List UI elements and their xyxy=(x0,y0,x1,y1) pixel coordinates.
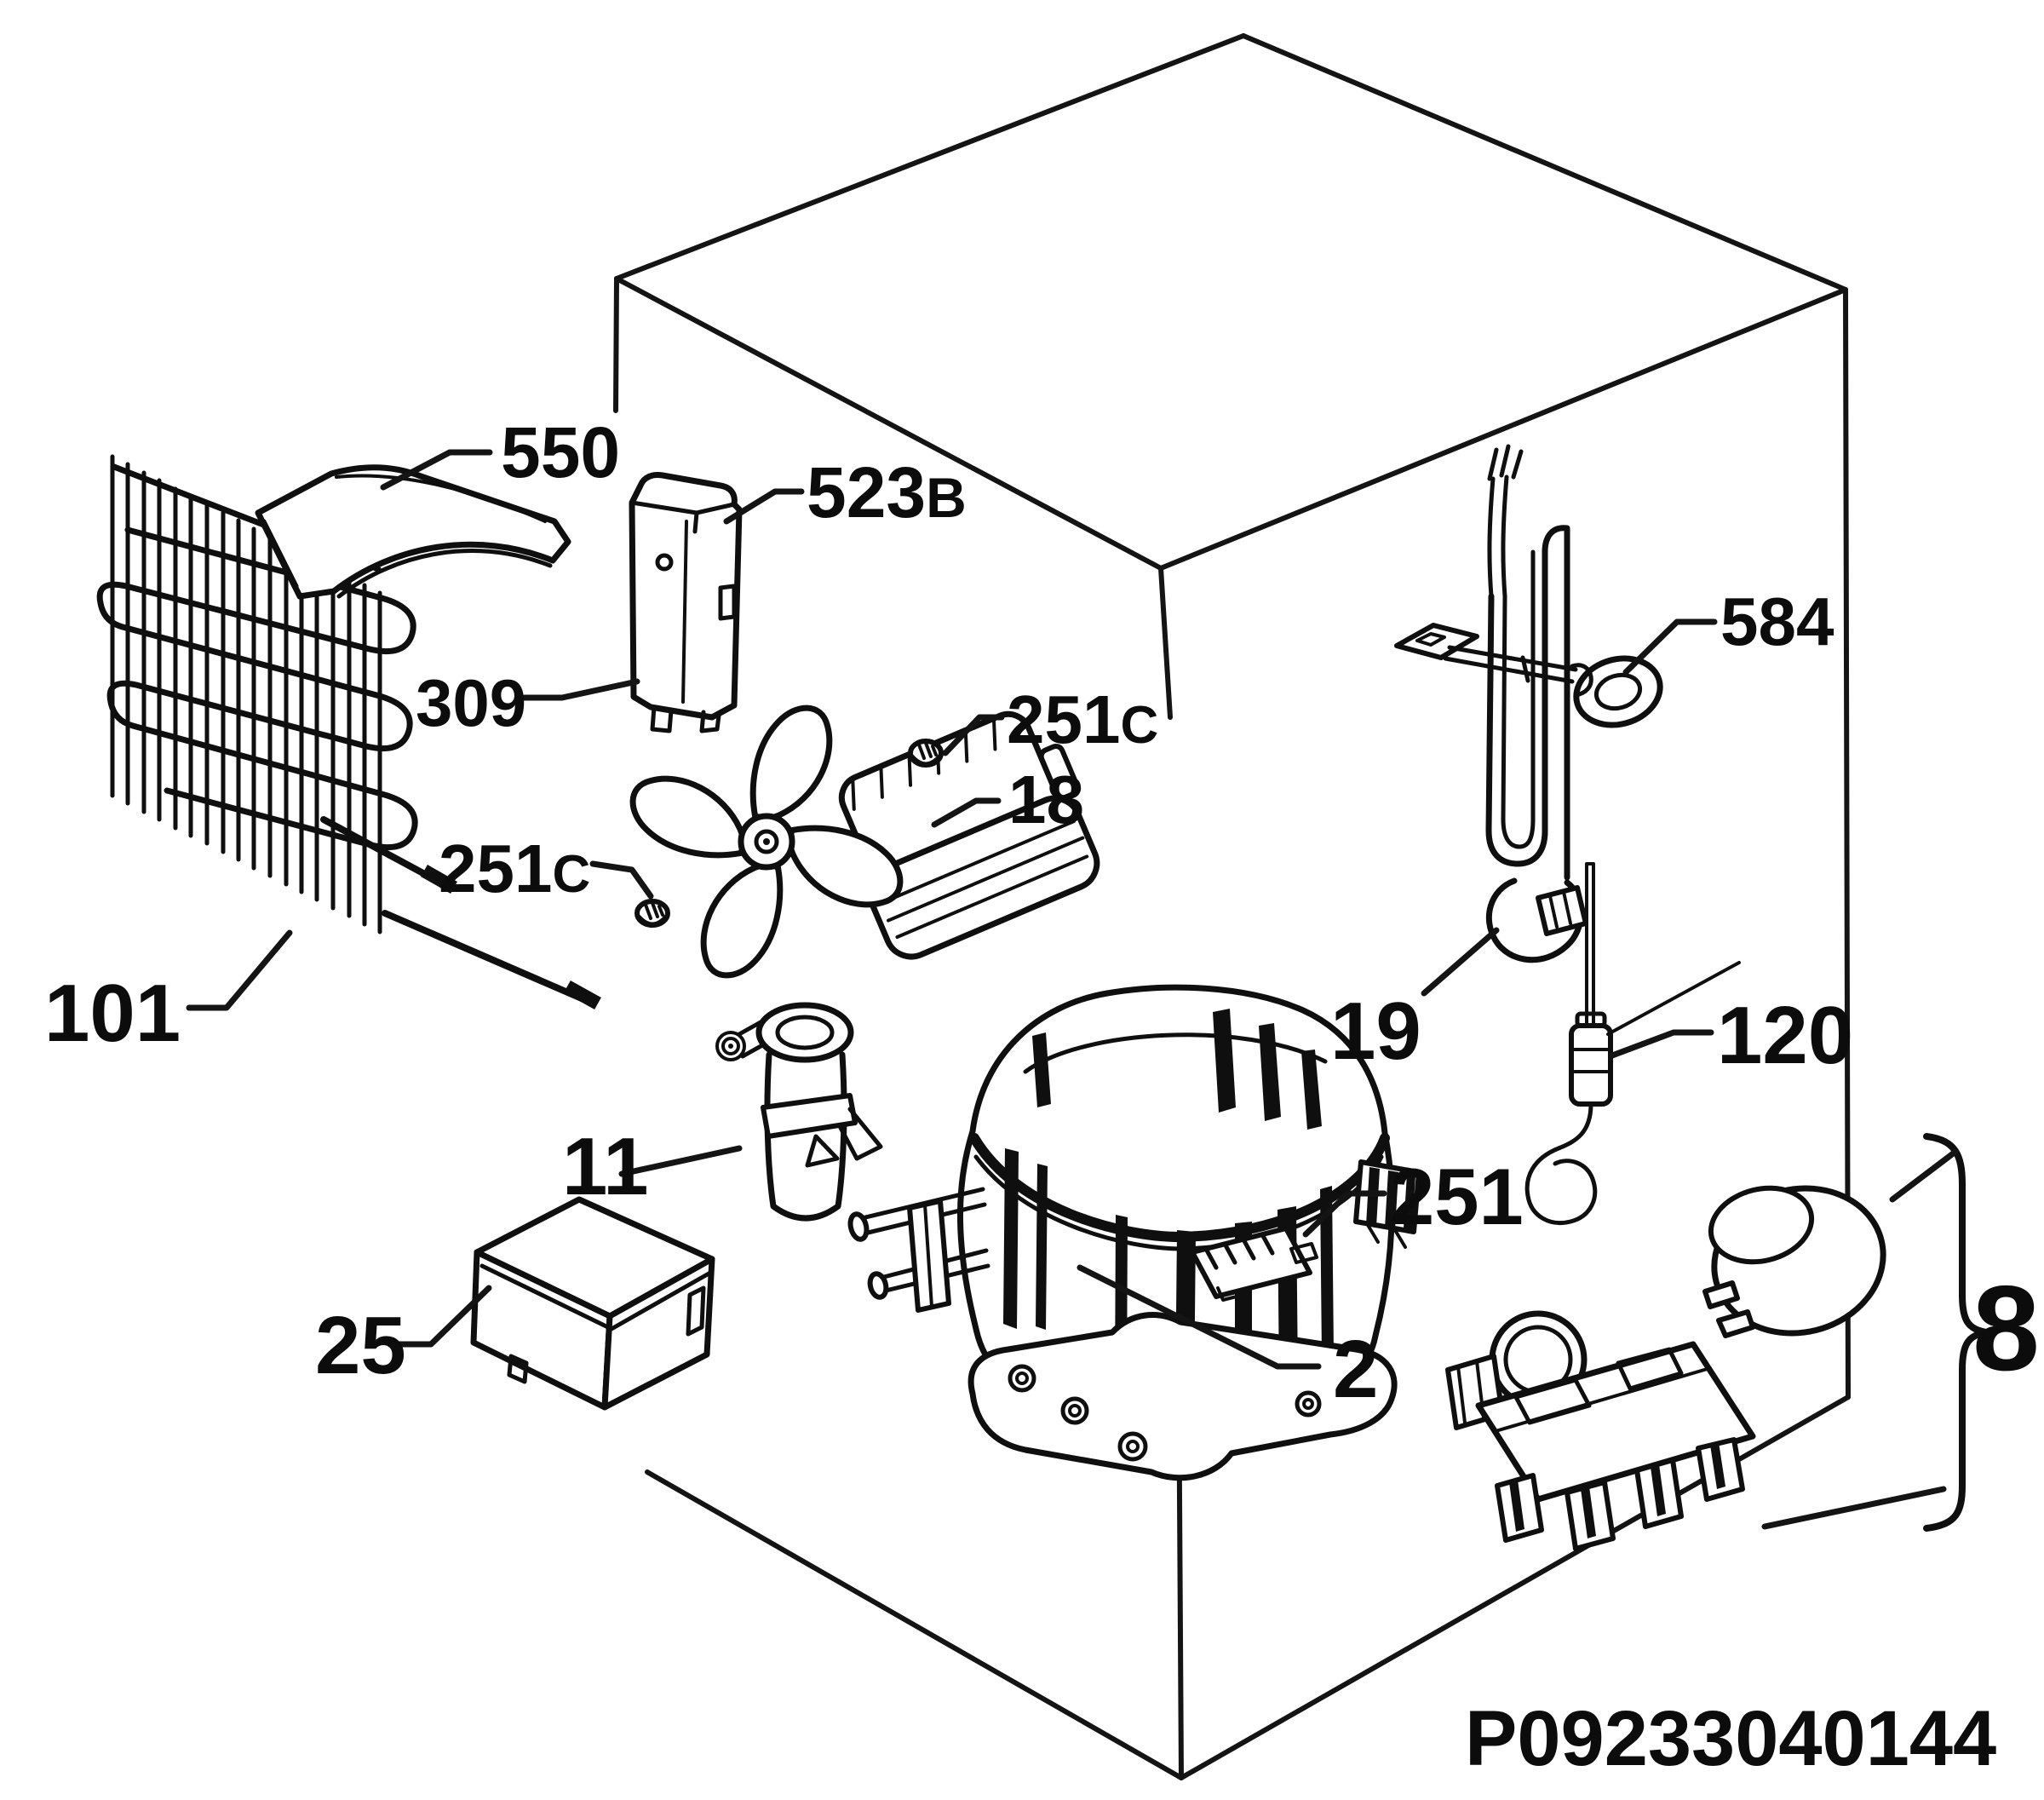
cabinet-edge xyxy=(614,33,1246,281)
label-251c-left: 251C xyxy=(439,831,590,906)
label-120: 120 xyxy=(1717,990,1853,1081)
cabinet-edge xyxy=(1158,287,1848,571)
relay-cover-25-drawing xyxy=(470,1196,715,1411)
label-251: 251 xyxy=(1390,1152,1524,1241)
defrost-heater-19-drawing xyxy=(1485,444,1588,963)
parts-layer xyxy=(96,444,1989,1551)
part-code: P09233040144 xyxy=(1465,1695,1996,1782)
label-2: 2 xyxy=(1333,1324,1378,1415)
cabinet-edge xyxy=(613,276,619,413)
label-19: 19 xyxy=(1330,986,1421,1077)
leader-line-584 xyxy=(1622,618,1718,676)
duct-cover-550-drawing xyxy=(255,464,571,600)
label-101: 101 xyxy=(44,968,181,1059)
label-550: 550 xyxy=(501,412,620,492)
connector-251-drawing xyxy=(1190,1226,1318,1302)
leader-line-25 xyxy=(387,1285,492,1348)
leader-line-101 xyxy=(186,929,293,1011)
label-584: 584 xyxy=(1720,584,1834,659)
filter-drier-11-drawing xyxy=(715,1002,883,1222)
label-8: 8 xyxy=(1972,1261,2040,1396)
label-251c-top: 251C xyxy=(1007,681,1158,757)
nut-251c-left-drawing xyxy=(634,899,670,928)
group-bracket-8 xyxy=(1923,1133,1989,1532)
leader-line-19 xyxy=(1421,927,1500,997)
leader-line-309 xyxy=(521,678,640,701)
cabinet-edge xyxy=(645,1469,1184,1780)
leader-line-8 xyxy=(1889,1148,1959,1203)
cabinet-edge xyxy=(1158,566,1173,720)
leader-line-11 xyxy=(618,1145,743,1177)
leader-line-120 xyxy=(1609,1029,1714,1059)
leader-line-550 xyxy=(380,449,493,491)
start-relay-8-drawing xyxy=(1445,1310,1756,1551)
cabinet-edge xyxy=(1241,33,1848,292)
cabinet-edge xyxy=(614,276,1163,571)
label-18: 18 xyxy=(1008,762,1084,837)
starter-device-523b-drawing xyxy=(629,472,743,733)
label-523b: 523B xyxy=(807,452,967,532)
label-11: 11 xyxy=(562,1121,648,1212)
leader-line-251c-left xyxy=(589,860,654,900)
thermostat-probe-120-drawing xyxy=(1524,862,1741,1225)
leader-line-523b xyxy=(723,488,805,525)
label-25: 25 xyxy=(315,1300,406,1391)
fan-motor-18-drawing xyxy=(629,704,1100,979)
leader-line-8 xyxy=(1761,1486,1947,1530)
lever-584-drawing xyxy=(1394,623,1663,728)
overload-protector-8-drawing xyxy=(1702,1185,1886,1338)
leader-line-251 xyxy=(1302,1190,1387,1238)
label-309: 309 xyxy=(416,665,526,740)
leader-line-2 xyxy=(1077,1264,1322,1370)
nut-251c-top-drawing xyxy=(908,739,944,768)
compressor-2-drawing xyxy=(847,984,1421,1481)
leader-line-251c-top xyxy=(942,714,1005,756)
leader-line-18 xyxy=(931,797,1002,828)
